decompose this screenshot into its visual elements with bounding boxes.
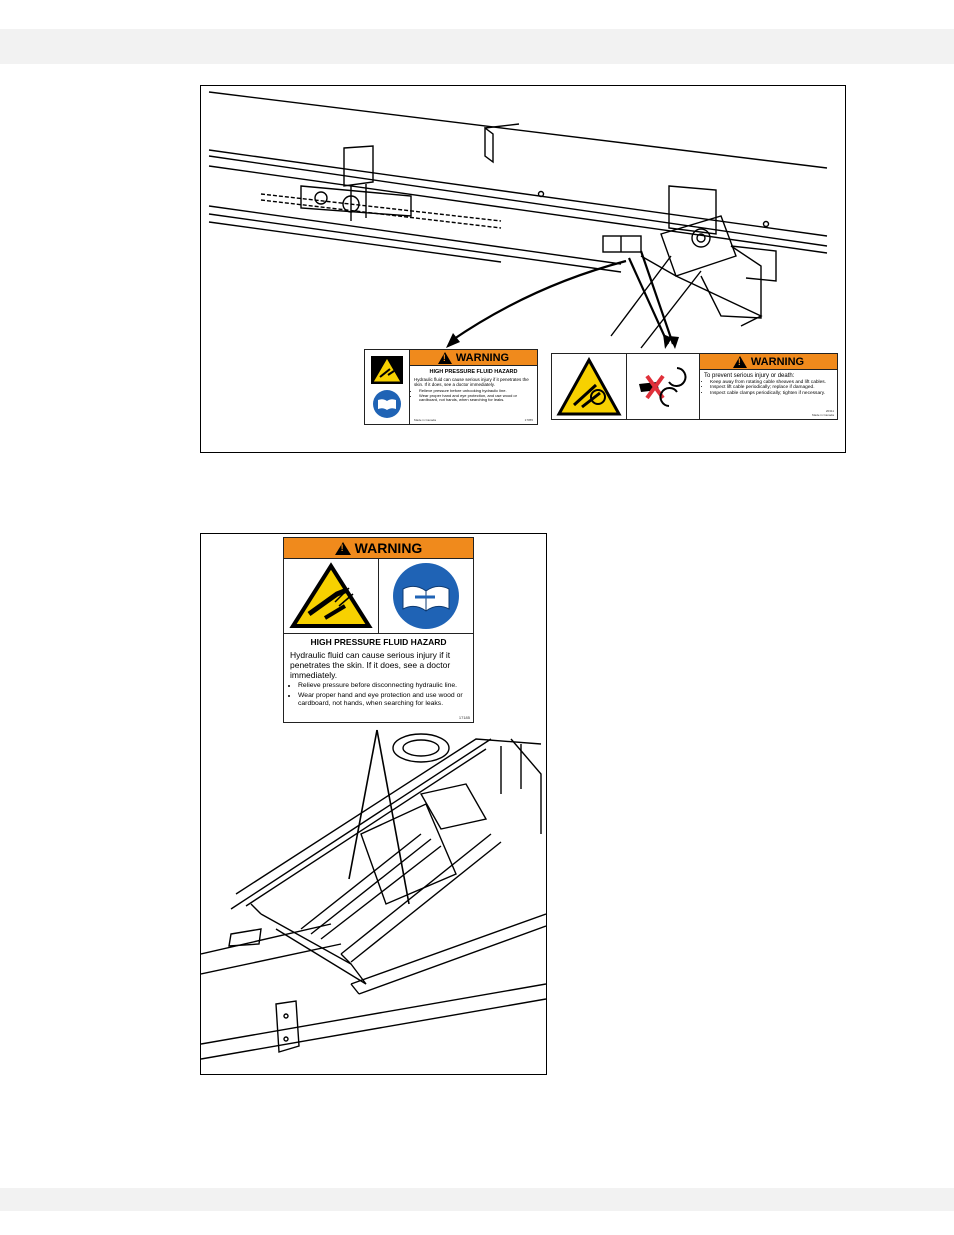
frame-line-drawing [201,729,546,1060]
hazard-intro: Hydraulic fluid can cause serious injury… [290,650,451,680]
decal-icon-column [365,350,410,424]
hazard-title: HIGH PRESSURE FLUID HAZARD [310,637,447,647]
read-manual-icon [393,563,459,629]
hazard-bullet: Relieve pressure before unhooking hydrau… [419,388,533,394]
machine-line-drawing [208,91,828,349]
decal-code: 20311 [825,409,834,413]
decal-pictogram-cell [627,354,700,419]
hand-injection-hazard-icon [371,356,403,384]
warning-header: WARNING [284,538,473,559]
hazard-bullets: Relieve pressure before unhooking hydrau… [414,388,533,403]
hazard-bullet: Wear proper hand and eye protection and … [298,692,467,708]
warning-triangle-icon [437,351,452,364]
warning-triangle-icon [732,355,747,368]
decal-pictogram-row [284,559,473,634]
warning-heading: WARNING [750,355,805,368]
hazard-bullet: Keep away from rotating cable sheaves an… [710,380,833,385]
hazard-intro: To prevent serious injury or death: [704,373,795,379]
decal-pictogram-cell [552,354,627,419]
no-hands-near-sheave-icon [639,366,687,407]
hazard-bullet: Inspect cable clamps periodically; tight… [710,391,833,396]
decal-pictogram-cell [379,559,473,633]
hazard-bullet: Relieve pressure before disconnecting hy… [298,682,467,690]
decal-origin: Made in Canada [811,413,834,417]
decal-pictogram-cell [284,559,379,633]
decal-high-pressure-large: WARNING HIGH PRESSURE FLUID H [283,537,474,723]
read-manual-icon [373,390,401,418]
figure-cable-sheave-decals: WARNING HIGH PRESSURE FLUID HAZARD Hydra… [200,85,846,453]
decal-footer: 20311 Made in Canada [703,409,834,417]
hazard-bullet: Wear proper hand and eye protection, and… [419,393,533,403]
hand-injection-hazard-icon [289,562,373,628]
hazard-intro: Hydraulic fluid can cause serious injury… [414,377,529,387]
decal-high-pressure-small: WARNING HIGH PRESSURE FLUID HAZARD Hydra… [364,349,538,425]
hazard-bullets: Keep away from rotating cable sheaves an… [704,380,833,396]
page-footer-band [0,1188,954,1211]
decal-origin: Made in Canada [414,418,437,422]
decal-footer: Made in Canada 17055 [414,418,533,422]
warning-header: WARNING [700,354,837,370]
cable-entanglement-hazard-icon [556,356,622,415]
warning-triangle-icon [334,541,351,555]
hazard-title: HIGH PRESSURE FLUID HAZARD [429,369,518,375]
page-header-band [0,29,954,64]
decal-code: 17055 [524,418,533,422]
hazard-bullets: Relieve pressure before disconnecting hy… [290,682,467,711]
decal-code: 17185 [458,715,470,720]
warning-header: WARNING [410,350,537,366]
hazard-bullet: Inspect lift cable periodically; replace… [710,385,833,390]
warning-heading: WARNING [354,540,423,556]
warning-heading: WARNING [455,351,510,364]
figure-hydraulic-decal: WARNING HIGH PRESSURE FLUID H [200,533,547,1075]
decal-cable-sheave: WARNING To prevent serious injury or dea… [551,353,838,420]
